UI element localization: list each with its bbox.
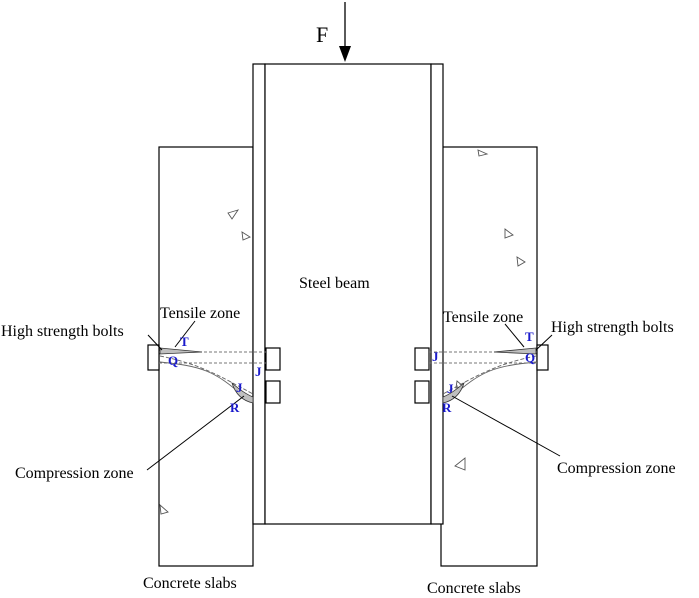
- right-bolt-leader: [535, 334, 553, 351]
- left-tensile-label: Tensile zone: [160, 305, 240, 322]
- left-concrete-slab: [158, 146, 254, 567]
- load-arrow: [339, 2, 351, 62]
- left-bolt-nut-upper: [265, 347, 281, 371]
- left-point-r: R: [230, 400, 240, 415]
- left-bolt-head-outer: [147, 344, 160, 371]
- left-compression-label: Compression zone: [15, 465, 134, 482]
- right-point-j-top: J: [432, 349, 439, 364]
- right-concrete-slab: [440, 146, 538, 567]
- left-point-q: Q: [168, 353, 178, 368]
- right-bolt-head-outer: [536, 344, 549, 371]
- left-compression-leader: [146, 395, 245, 471]
- steel-beam-label: Steel beam: [299, 275, 370, 292]
- left-compression-zone: [231, 381, 254, 404]
- right-bolt-label: High strength bolts: [551, 319, 674, 336]
- right-tensile-zone: [493, 347, 537, 355]
- left-bolt-nut-lower: [265, 380, 281, 404]
- load-label: F: [316, 22, 328, 47]
- left-point-j-top: J: [255, 364, 262, 379]
- right-point-q: Q: [525, 350, 535, 365]
- left-bolt-assembly: [147, 344, 281, 404]
- right-compression-zone: [442, 381, 465, 404]
- right-point-t: T: [525, 329, 534, 344]
- right-compression-label: Compression zone: [557, 460, 676, 477]
- right-bolt-nut-lower: [414, 380, 430, 404]
- left-point-t: T: [180, 334, 189, 349]
- left-point-j-bottom: J: [236, 380, 243, 395]
- right-bolt-nut-upper: [414, 347, 430, 371]
- right-slab-label: Concrete slabs: [427, 580, 521, 597]
- right-tensile-label: Tensile zone: [443, 309, 523, 326]
- left-bolt-leader: [147, 334, 163, 351]
- right-compression-leader: [451, 395, 561, 457]
- right-tensile-leader: [504, 323, 525, 348]
- left-tensile-zone: [159, 347, 203, 355]
- left-slab-label: Concrete slabs: [143, 575, 237, 592]
- right-point-r: R: [442, 400, 452, 415]
- left-bolt-label: High strength bolts: [1, 323, 124, 340]
- right-bolt-assembly: [414, 344, 549, 404]
- left-tensile-leader: [174, 320, 196, 348]
- right-point-j-bottom: J: [447, 381, 454, 396]
- steel-beam: [252, 63, 444, 525]
